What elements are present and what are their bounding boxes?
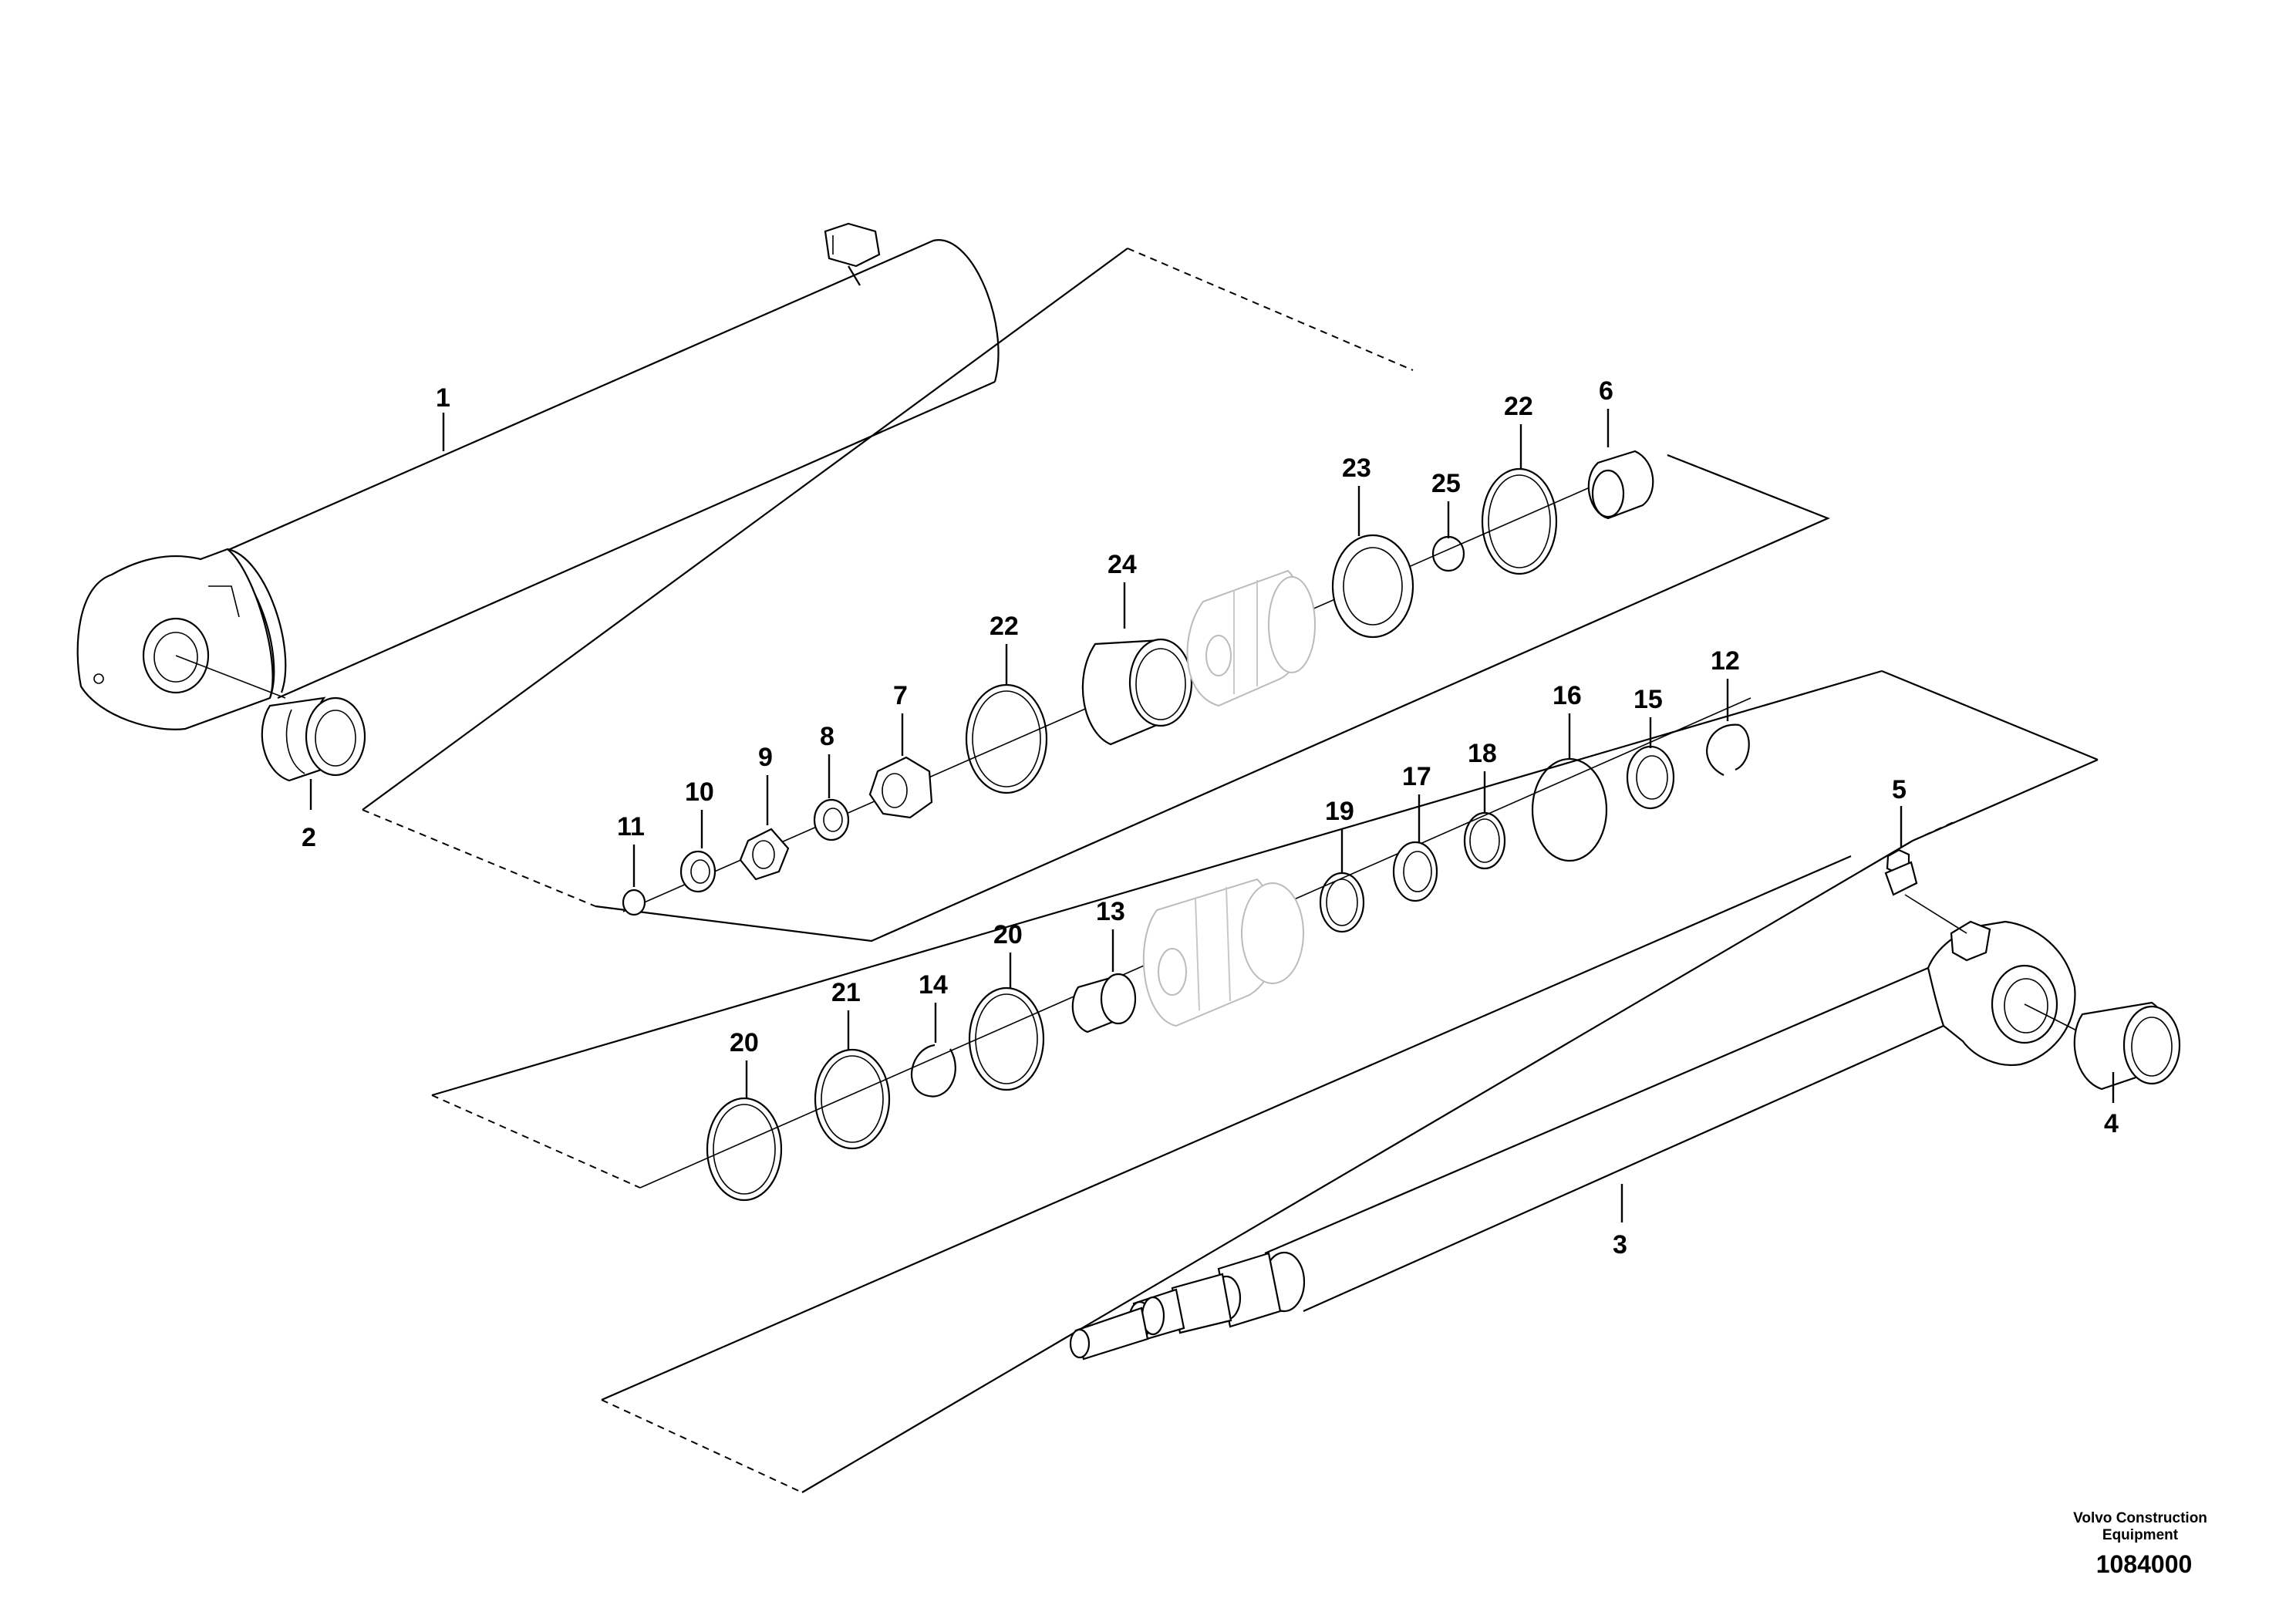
wear-band-24 [1081,638,1193,746]
bushing-4 [2073,1001,2181,1091]
snap-ring-12 [1706,723,1750,776]
callout-24: 24 [1108,550,1137,579]
callout-10: 10 [685,777,714,807]
callout-25: 25 [1431,469,1461,498]
ring-22-a [965,683,1048,794]
callout-18: 18 [1468,739,1497,768]
callout-4: 4 [2104,1109,2119,1138]
nut-6 [1587,450,1654,520]
callout-1: 1 [436,383,450,413]
row-2-axis [362,248,1830,943]
callout-20-right: 20 [993,920,1023,949]
callout-3: 3 [1613,1230,1627,1259]
callout-21: 21 [831,978,861,1007]
callout-8: 8 [820,722,834,751]
callout-12: 12 [1711,646,1740,676]
piston-1 [1186,569,1316,707]
ring-21 [814,1048,891,1150]
callout-22-left: 22 [990,612,1019,641]
ring-20-a [706,1097,783,1202]
seal-23 [1331,534,1414,639]
seal-17 [1392,841,1438,902]
callout-2: 2 [302,823,316,852]
callout-20-left: 20 [730,1028,759,1057]
leader-lines [309,409,2115,1222]
bushing-13 [1071,973,1137,1034]
callout-5: 5 [1892,775,1907,804]
bushing-2 [261,696,366,782]
drawing-number: 1084000 [2095,1550,2193,1578]
seal-10 [679,850,716,893]
callout-16: 16 [1553,681,1582,710]
callout-22-right: 22 [1504,392,1533,421]
callout-7: 7 [893,681,908,710]
callout-13: 13 [1096,897,1125,926]
piston-2 [1142,878,1304,1027]
cylinder-tube [76,222,1000,730]
company-name: Volvo Construction Equipment [2073,1510,2207,1543]
callout-23: 23 [1342,454,1371,483]
callout-15: 15 [1633,685,1663,714]
callout-11: 11 [617,812,645,841]
piston-rod [601,821,2114,1493]
callout-19: 19 [1325,797,1354,826]
callout-labels: 1 2 3 4 5 6 7 8 9 10 11 12 13 14 15 16 1… [302,376,2119,1259]
callout-9: 9 [758,743,773,772]
nut-9 [739,828,790,881]
snap-ring-14 [911,1044,956,1098]
grease-nipple-5 [1884,848,1967,934]
washer-8 [813,798,850,841]
callout-6: 6 [1599,376,1613,406]
ring-22-b [1481,467,1558,575]
dashed-plane-2 [431,454,1829,1189]
ring-16 [1531,757,1608,862]
ring-11 [622,889,646,916]
dashed-plane-1 [362,248,1414,907]
seal-15 [1626,745,1675,810]
ring-20-b [968,986,1045,1091]
callout-14: 14 [919,970,948,1000]
callout-17: 17 [1402,762,1431,791]
nut-7 [868,756,933,819]
